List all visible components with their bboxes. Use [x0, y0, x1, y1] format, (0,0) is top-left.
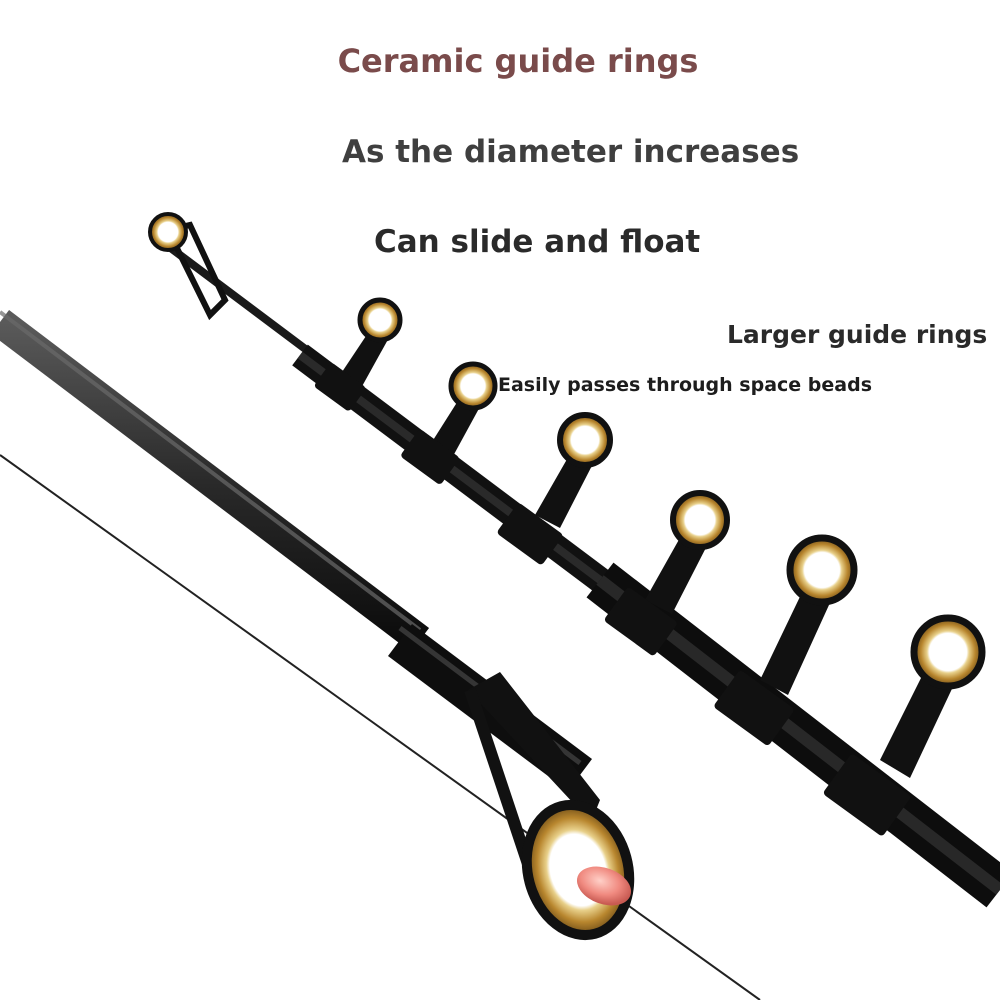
headline: Ceramic guide rings	[337, 42, 699, 80]
beads-text: Easily passes through space beads	[498, 374, 872, 396]
slide-float-text: Can slide and float	[374, 224, 701, 260]
diameter-text: As the diameter increases	[342, 134, 800, 170]
foreground-guide-ring	[464, 672, 635, 941]
bead	[576, 866, 632, 906]
larger-rings-text: Larger guide rings	[727, 320, 988, 349]
fishing-line	[0, 454, 761, 1000]
upper-guide-rings	[148, 212, 986, 836]
